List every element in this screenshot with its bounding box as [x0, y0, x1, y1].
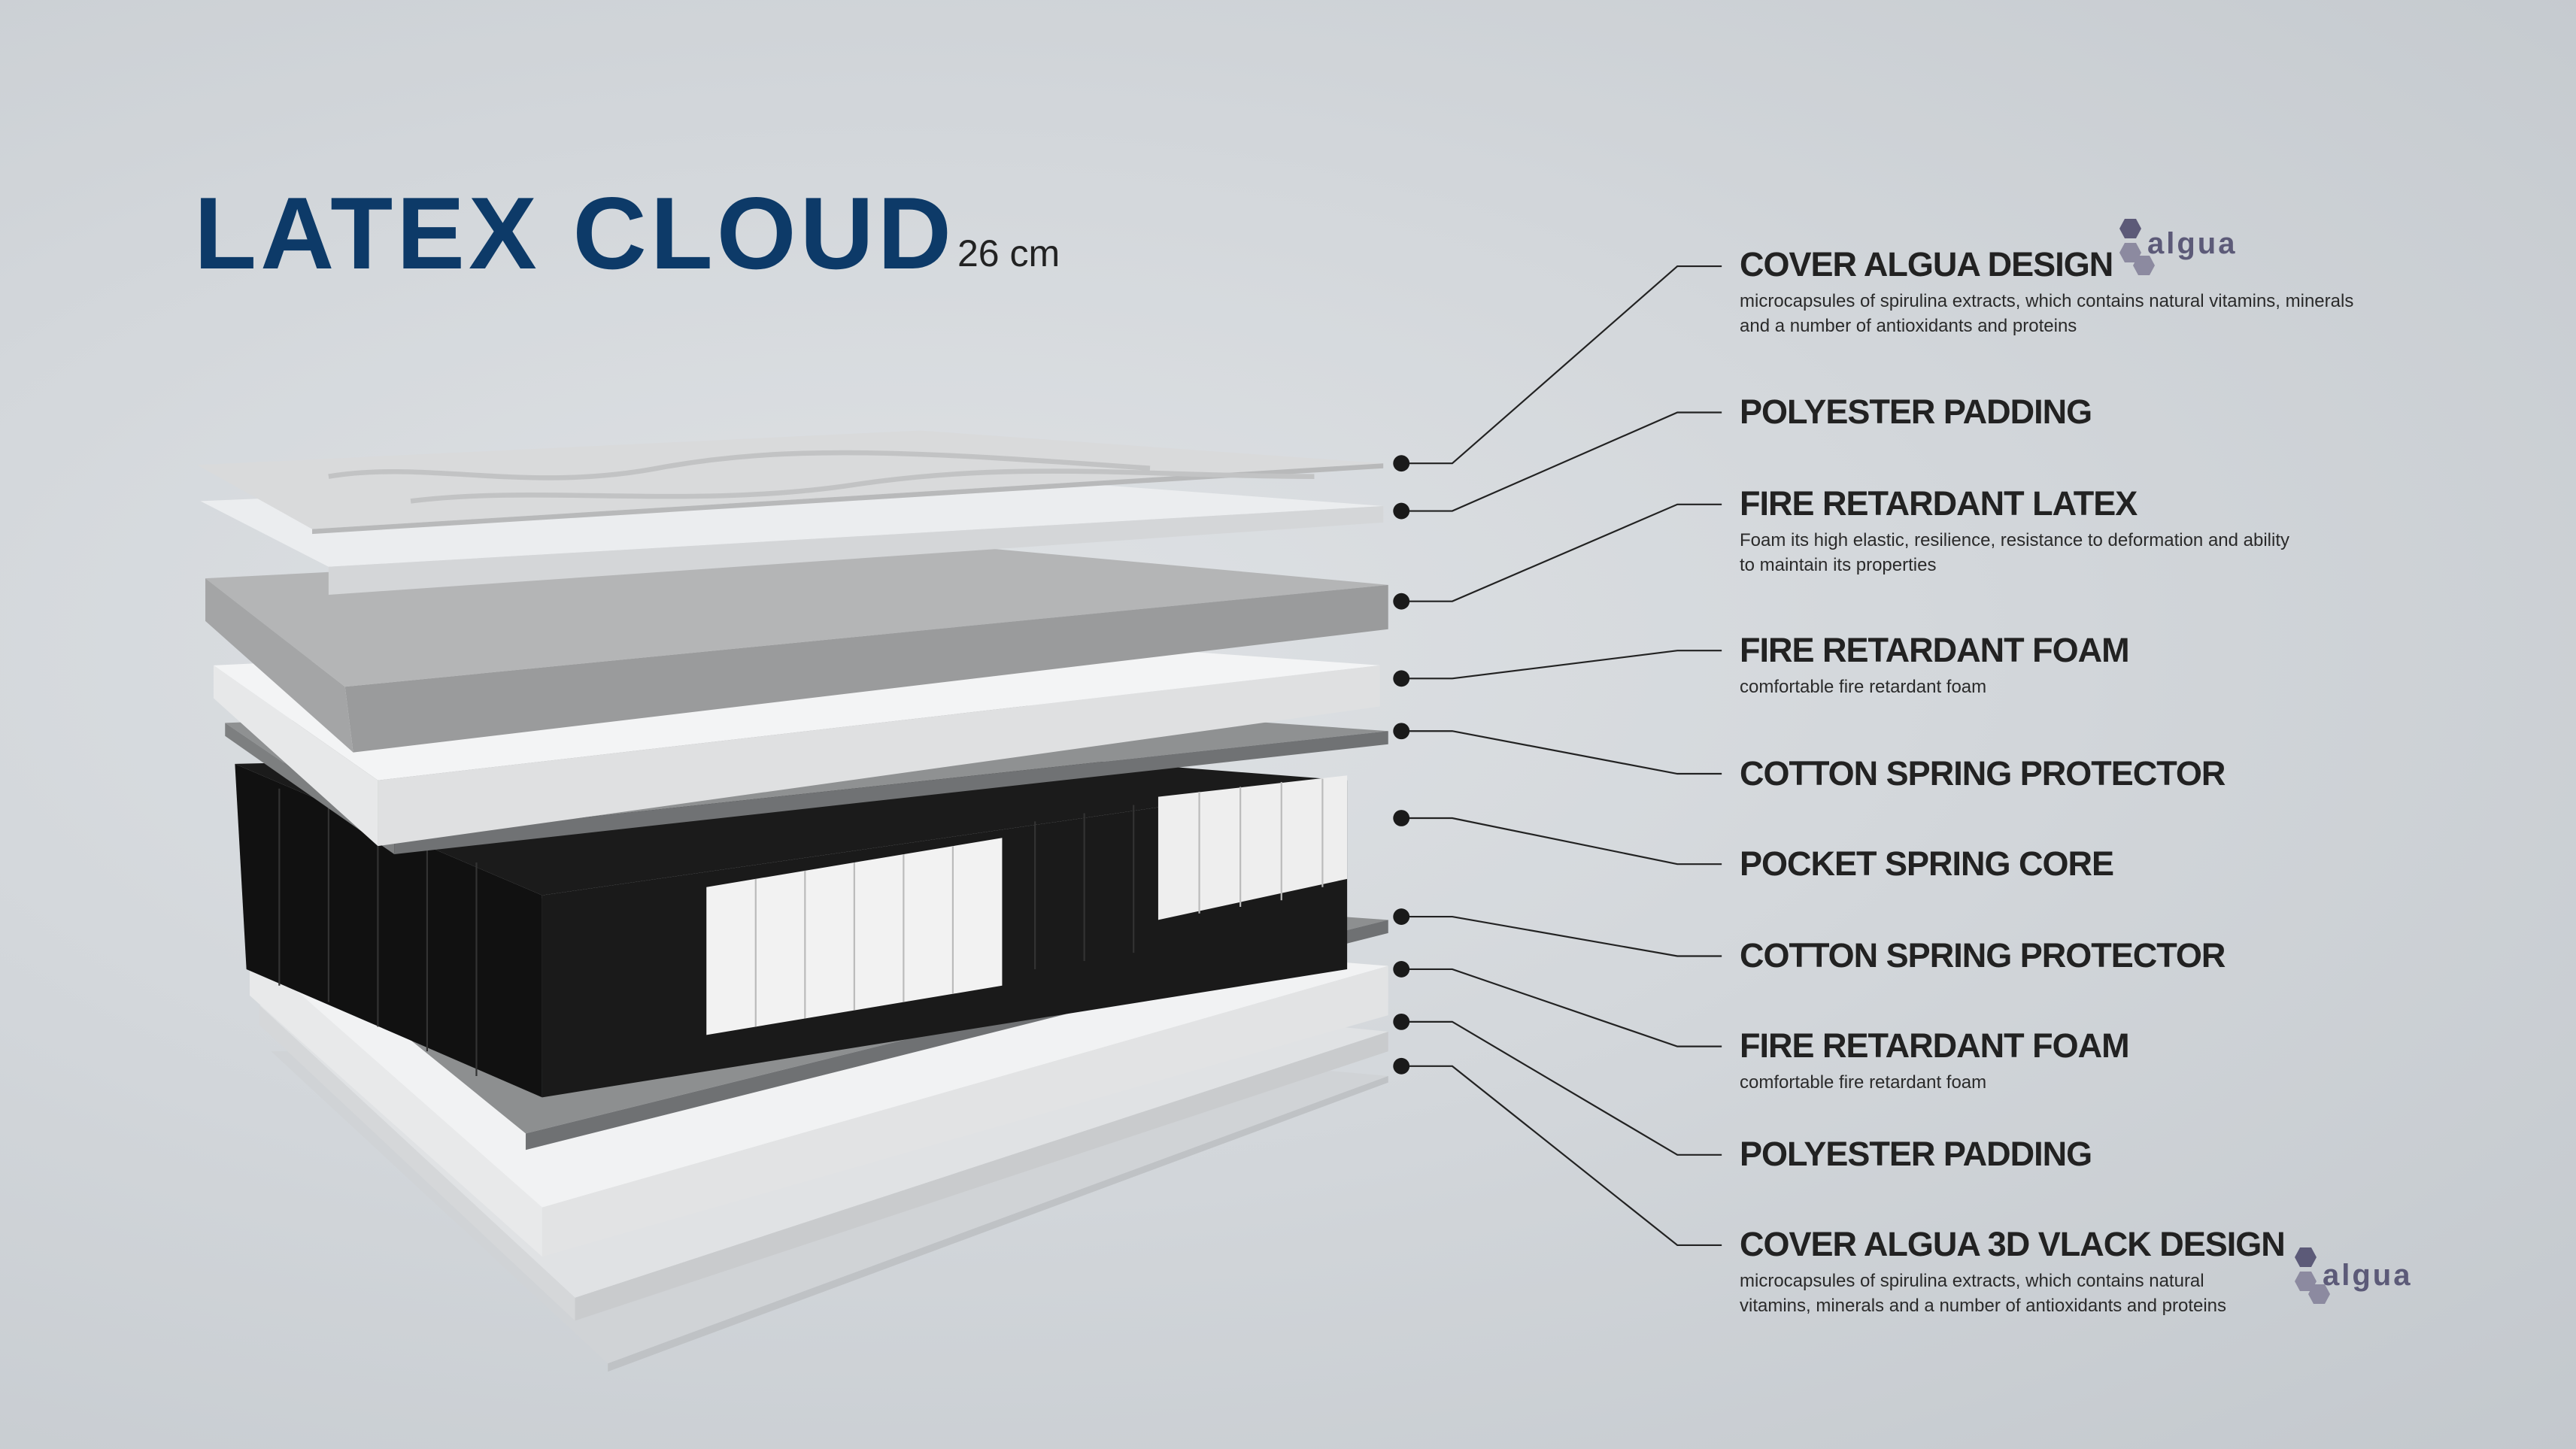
hexagon-icon [2119, 219, 2155, 275]
layer-description: microcapsules of spirulina extracts, whi… [1740, 1271, 2227, 1316]
leader-dots [1393, 455, 1410, 1075]
algua-logo-bottom: algua [2292, 1245, 2443, 1320]
layer-title: FIRE RETARDANT FOAM [1740, 631, 2130, 669]
layer-description: Foam its high elastic, resilience, resis… [1740, 530, 2290, 575]
layer-label-fire-retardant-foam: FIRE RETARDANT FOAM comfortable fire ret… [1740, 631, 2529, 699]
layer-title: COTTON SPRING PROTECTOR [1740, 936, 2226, 975]
layer-title: POLYESTER PADDING [1740, 1135, 2092, 1173]
layer-label-cotton-spring-protector-bottom: COTTON SPRING PROTECTOR [1740, 936, 2529, 975]
layer-label-fire-retardant-latex: FIRE RETARDANT LATEX Foam its high elast… [1740, 484, 2529, 577]
layer-title: COVER ALGUA DESIGN [1740, 245, 2113, 283]
layer-title: POLYESTER PADDING [1740, 393, 2092, 431]
layer-label-polyester-padding: POLYESTER PADDING [1740, 393, 2529, 432]
product-height: 26 cm [957, 232, 1060, 274]
layer-title: FIRE RETARDANT LATEX [1740, 484, 2138, 523]
layer-title: COVER ALGUA 3D VLACK DESIGN [1740, 1225, 2286, 1263]
product-title: LATEX CLOUD [194, 176, 955, 290]
layer-title: COTTON SPRING PROTECTOR [1740, 754, 2226, 793]
layer-description: comfortable fire retardant foam [1740, 1072, 1987, 1093]
layer-label-cotton-spring-protector: COTTON SPRING PROTECTOR [1740, 754, 2529, 793]
layer-top-cover [197, 430, 1384, 535]
layer-description: microcapsules of spirulina extracts, whi… [1740, 291, 2354, 336]
layer-label-fire-retardant-foam-bottom: FIRE RETARDANT FOAM comfortable fire ret… [1740, 1026, 2529, 1095]
layer-label-pocket-spring-core: POCKET SPRING CORE [1740, 844, 2529, 884]
layer-description: comfortable fire retardant foam [1740, 677, 1987, 697]
leader-lines [1401, 265, 1722, 1247]
layer-label-cover-algua-3d: COVER ALGUA 3D VLACK DESIGN microcapsule… [1740, 1225, 2529, 1318]
layer-label-cover-algua: COVER ALGUA DESIGN microcapsules of spir… [1740, 245, 2529, 338]
algua-logo: algua [2117, 217, 2268, 292]
layer-label-polyester-padding-bottom: POLYESTER PADDING [1740, 1135, 2529, 1174]
hexagon-icon [2295, 1247, 2330, 1304]
mattress-layers [197, 430, 1388, 1372]
layer-title: FIRE RETARDANT FOAM [1740, 1026, 2130, 1065]
layer-title: POCKET SPRING CORE [1740, 844, 2114, 883]
